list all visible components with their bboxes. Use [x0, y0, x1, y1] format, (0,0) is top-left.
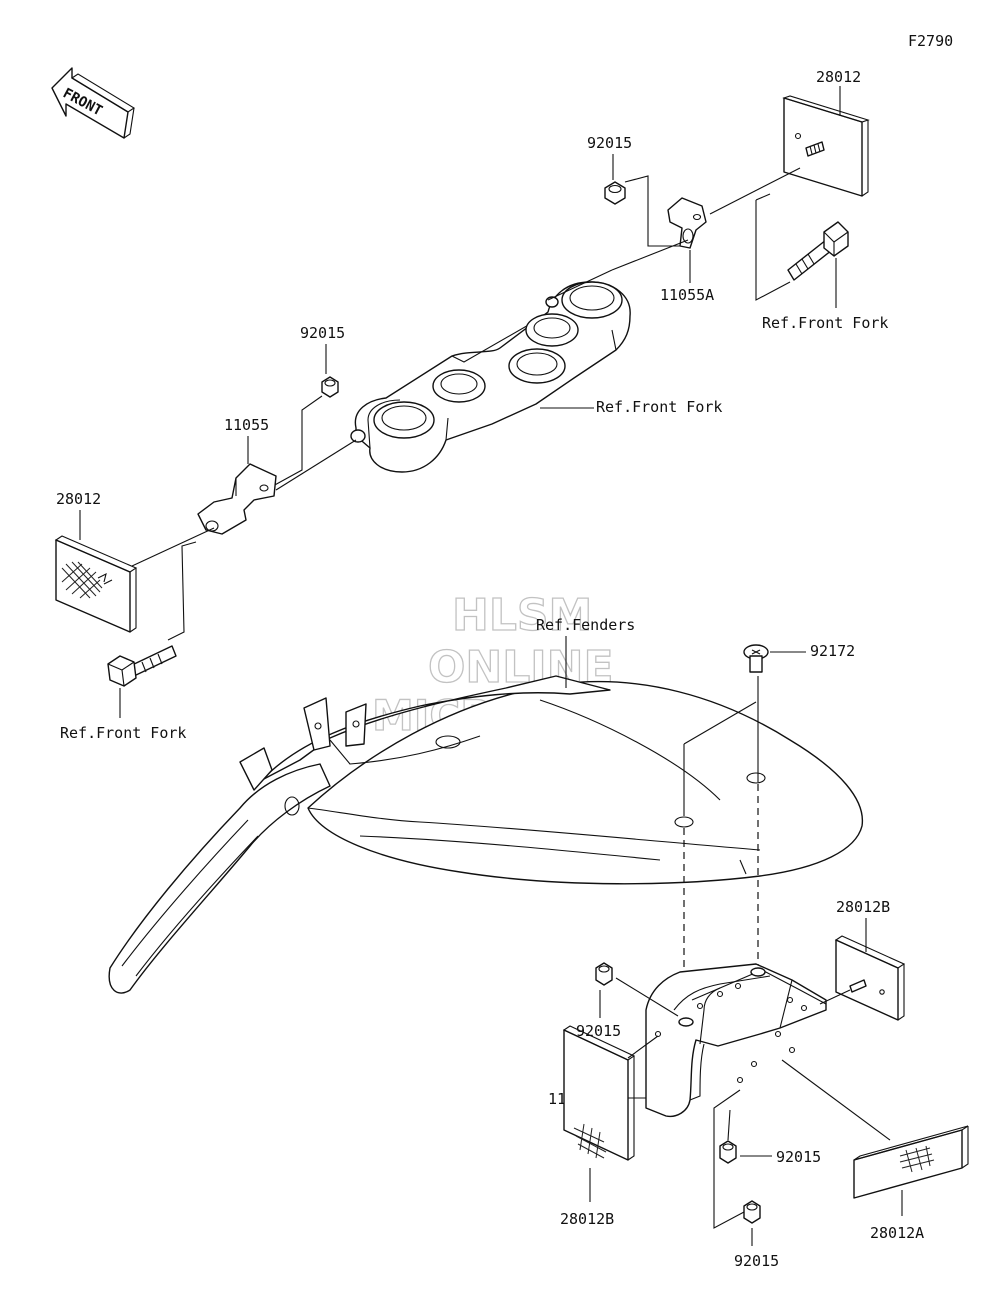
label-28012-top-right: 28012 — [816, 68, 861, 86]
nut-92015-top-left — [321, 376, 339, 398]
front-fender — [108, 675, 864, 994]
bracket-11055 — [197, 463, 277, 535]
watermark-line-1: HLSM — [452, 590, 592, 641]
bolt-left — [107, 645, 177, 687]
label-11055: 11055 — [224, 416, 269, 434]
reflector-28012a — [853, 1125, 969, 1199]
label-92015-rear-lower: 92015 — [734, 1252, 779, 1270]
nut-92015-top-right — [604, 181, 626, 205]
triple-clamp — [350, 281, 631, 473]
screw-92172 — [743, 644, 769, 673]
reflector-stud — [849, 979, 867, 993]
label-92015-top-right: 92015 — [587, 134, 632, 152]
reflector-28012-left — [54, 535, 138, 633]
label-92172: 92172 — [810, 642, 855, 660]
bolt-top-right — [787, 221, 849, 281]
reflector-pattern — [899, 1145, 935, 1173]
label-92015-rear-mid: 92015 — [776, 1148, 821, 1166]
nut-92015-rear-mid — [719, 1140, 737, 1164]
reflector-28012-top-right — [782, 95, 870, 197]
reflector-stud — [805, 141, 825, 157]
label-28012b-left: 28012B — [560, 1210, 614, 1228]
reflector-pattern — [61, 561, 103, 599]
label-92015-top-left: 92015 — [300, 324, 345, 342]
diagram-code: F2790 — [908, 32, 953, 50]
label-28012a: 28012A — [870, 1224, 924, 1242]
label-28012b-right: 28012B — [836, 898, 890, 916]
label-ref-front-fork-left: Ref.Front Fork — [60, 724, 186, 742]
reflector-pattern — [573, 1123, 607, 1159]
label-92015-rear-upper: 92015 — [576, 1022, 621, 1040]
label-ref-front-fork-clamp: Ref.Front Fork — [596, 398, 722, 416]
label-ref-fenders: Ref.Fenders — [536, 616, 635, 634]
nut-92015-rear-upper — [595, 962, 613, 986]
nut-92015-rear-lower — [743, 1200, 761, 1224]
label-28012-left: 28012 — [56, 490, 101, 508]
label-11055a: 11055A — [660, 286, 714, 304]
bracket-11055a — [667, 197, 707, 249]
reflector-28012b-right — [834, 935, 906, 1021]
front-arrow-icon: FRONT — [51, 67, 136, 139]
bracket-11055b — [645, 963, 827, 1118]
label-ref-front-fork-top-right: Ref.Front Fork — [762, 314, 888, 332]
reflector-28012b-left — [562, 1025, 636, 1161]
